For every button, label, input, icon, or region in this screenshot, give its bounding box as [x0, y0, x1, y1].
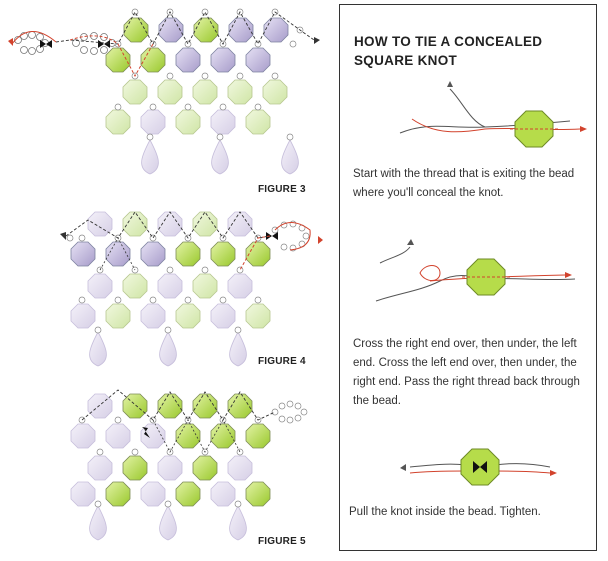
thread-path [81, 389, 276, 421]
bead-icon [510, 110, 558, 148]
step-2-text: Cross the right end over, then under, th… [353, 338, 580, 407]
panel-title: HOW TO TIE A CONCEALED SQUARE KNOT [354, 32, 584, 70]
panel-title-line2: SQUARE KNOT [354, 53, 458, 68]
arrow-icon [60, 232, 66, 240]
step-3-illustration [400, 448, 557, 486]
arrow-icon [314, 37, 320, 44]
arrow-icon [447, 81, 453, 87]
step-3-text: Pull the knot inside the bead. Tighten. [349, 506, 541, 518]
bead-icon [462, 258, 510, 296]
step-2-illustration [375, 239, 576, 302]
knot-icon [98, 40, 110, 48]
figure-3-label: FIGURE 3 [258, 184, 306, 195]
arrow-icon [550, 470, 557, 476]
figures-column: FIGURE 3 [8, 8, 323, 547]
panel-title-line1: HOW TO TIE A CONCEALED [354, 34, 543, 49]
knot-icon [142, 427, 150, 438]
thread-path [55, 11, 315, 45]
figure-5-diagram [70, 389, 308, 541]
instruction-panel: HOW TO TIE A CONCEALED SQUARE KNOT Start… [339, 4, 597, 551]
thread-path [65, 211, 271, 239]
arrow-icon [565, 272, 572, 278]
figure-4-label: FIGURE 4 [258, 356, 306, 367]
step-1-illustration [399, 81, 587, 148]
arrow-icon [407, 239, 414, 245]
step-1-text: Start with the thread that is exiting th… [353, 168, 575, 199]
arrow-icon [580, 126, 587, 132]
figure-3-diagram [8, 8, 320, 175]
bead-icon [460, 448, 500, 486]
figure-5-label: FIGURE 5 [258, 536, 306, 547]
arrow-icon [400, 464, 406, 471]
knot-icon [473, 461, 487, 473]
figure-4-diagram [60, 211, 323, 367]
arrow-icon [318, 236, 323, 244]
arrow-icon [8, 38, 13, 46]
knot-icon [40, 40, 52, 48]
